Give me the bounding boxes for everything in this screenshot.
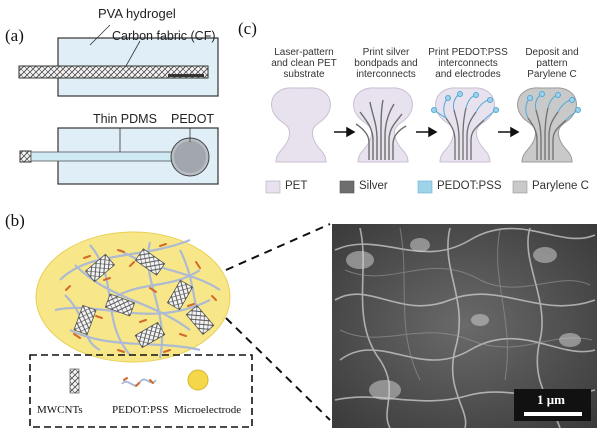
c-legend-swatches xyxy=(265,180,528,194)
cf-leader xyxy=(125,40,141,67)
zoom-lines xyxy=(225,223,331,421)
a-cross-section xyxy=(18,24,219,97)
sem-image xyxy=(332,224,597,429)
scale-bar-line xyxy=(524,412,582,416)
panel-label-a: (a) xyxy=(5,26,24,45)
step3-pedot-shape xyxy=(431,87,499,163)
c-steps xyxy=(271,87,581,163)
legend-pedot-pss: PEDOT:PSS xyxy=(112,404,169,416)
panel-label-c: (c) xyxy=(238,19,257,38)
legend-mwcnts: MWCNTs xyxy=(37,404,83,416)
b-composite xyxy=(35,231,231,363)
pedot-label: PEDOT xyxy=(171,112,215,126)
carbon-fabric-label: Carbon fabric (CF) xyxy=(112,29,216,43)
thin-pdms-strip xyxy=(30,151,182,162)
panel-label-b: (b) xyxy=(5,211,25,230)
legend-microelectrode: Microelectrode xyxy=(174,404,242,416)
a-top-view xyxy=(19,127,219,185)
legend-pet: PET xyxy=(285,180,308,192)
scale-bar-label: 1 μm xyxy=(537,392,565,407)
pedot-layer xyxy=(168,74,204,77)
b-legend-box xyxy=(29,354,253,428)
legend-silver: Silver xyxy=(359,180,388,192)
legend-parylene: Parylene C xyxy=(532,180,589,192)
step1-pet-shape xyxy=(271,87,331,163)
legend-pedotpss: PEDOT:PSS xyxy=(437,180,502,192)
carbon-fabric-strip xyxy=(18,65,209,79)
pva-hydrogel-label: PVA hydrogel xyxy=(98,6,176,21)
step4-parylene-shape xyxy=(517,87,581,163)
microelectrode-icon xyxy=(187,369,209,391)
step2-silver-shape xyxy=(353,87,413,163)
mwcnt-icon xyxy=(69,368,80,394)
pva-leader xyxy=(89,24,111,46)
thin-pdms-label: Thin PDMS xyxy=(93,112,157,126)
cf-tab xyxy=(19,150,32,163)
b-legend-icons xyxy=(69,368,209,394)
step-arrows xyxy=(334,126,520,138)
